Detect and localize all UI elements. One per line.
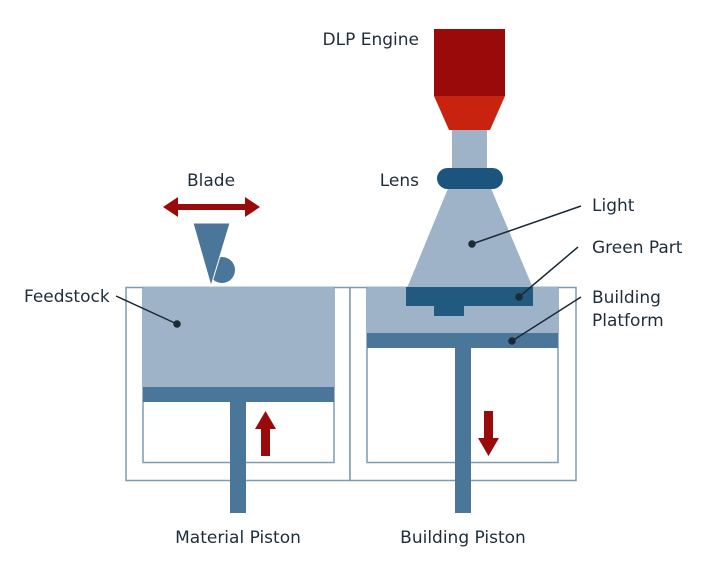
building-platform-label-line1: Building [592, 288, 661, 308]
building-piston-rod [455, 348, 471, 513]
blade-label: Blade [187, 171, 235, 191]
light-leader-dot [468, 240, 476, 248]
material-piston-up-arrow [255, 411, 276, 456]
building-platform-label-line2: Platform [592, 311, 664, 331]
building-piston-label: Building Piston [400, 528, 526, 548]
building-piston-down-arrow [478, 411, 499, 456]
green-part-leader-line [518, 246, 579, 298]
feedstock-label: Feedstock [24, 287, 110, 307]
blade [192, 222, 231, 288]
dlp-engine-nozzle [434, 96, 505, 130]
dlp-engine-body [434, 29, 505, 96]
feedstock-leader-line [115, 295, 178, 325]
blade-motion-arrow [163, 197, 260, 217]
building-platform [367, 333, 558, 348]
lens [437, 168, 503, 189]
green-part-tab [434, 306, 464, 316]
green-part-label: Green Part [592, 238, 683, 258]
material-piston-label: Material Piston [175, 528, 301, 548]
green-part [406, 287, 533, 306]
light-beam-column [452, 130, 487, 170]
light-cone [407, 186, 533, 288]
building-platform-leader-dot [508, 337, 516, 345]
light-label: Light [592, 196, 635, 216]
feedstock-leader-dot [173, 320, 181, 328]
light-leader-line [471, 205, 582, 245]
dlp-engine-label: DLP Engine [323, 30, 419, 50]
building-platform-leader-line [511, 296, 582, 342]
material-platform [143, 387, 334, 402]
feedstock-powder [143, 287, 334, 387]
lens-label: Lens [380, 171, 419, 191]
green-part-leader-dot [515, 293, 523, 301]
material-piston-rod [230, 402, 246, 513]
